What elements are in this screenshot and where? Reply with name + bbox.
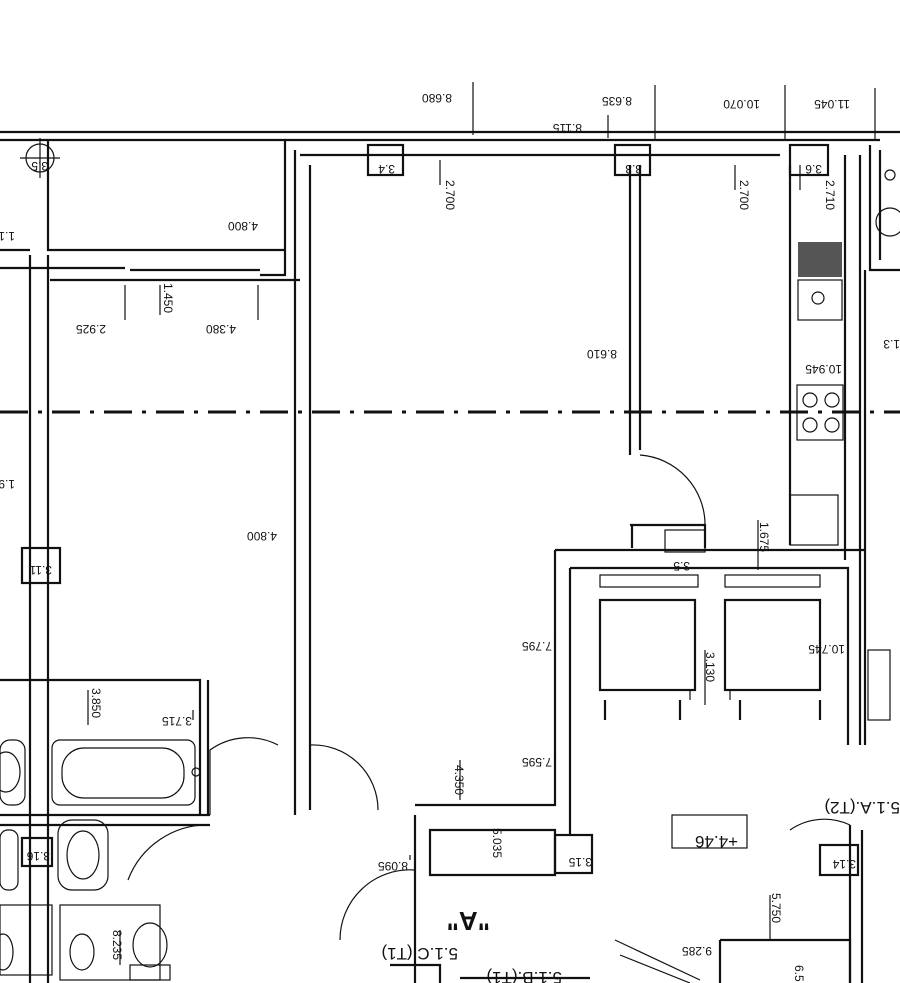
- kitchen-fixtures: [789, 242, 844, 546]
- label-room-7: 4.350: [452, 765, 466, 795]
- bathroom-fixtures: [0, 169, 900, 981]
- label-left-3: 2.925: [76, 322, 106, 336]
- label-room-8: 5.035: [490, 828, 504, 858]
- label-mid-2: 2.700: [737, 180, 751, 210]
- doors: [127, 454, 851, 983]
- column-tag-3-3: 3.3: [625, 162, 642, 176]
- label-room-1: 7.795: [522, 639, 552, 653]
- label-room-5: 3.5: [673, 559, 690, 573]
- column-tag-3-11: 3.11: [29, 563, 52, 577]
- label-left-6: 1.90: [0, 477, 15, 491]
- label-room-3: 10.745: [808, 642, 845, 656]
- room-code-b: 5.1.B.(T1): [486, 968, 562, 983]
- label-room-9: 8.095: [378, 859, 408, 873]
- label-top-3: 8.115: [553, 121, 582, 135]
- room-code-c: 5.1.C.(T1): [381, 944, 458, 963]
- label-left-5: 1.450: [161, 283, 175, 313]
- label-room-2: 3.130: [703, 652, 717, 682]
- label-mid-7: 1.3: [883, 337, 900, 351]
- column-tag-3-6: 3.6: [805, 162, 822, 176]
- label-room-16: 6.5: [792, 965, 806, 982]
- label-top-4: 10.070: [723, 97, 760, 111]
- label-room-10: 3.715: [162, 714, 192, 728]
- label-mid-5: 4.800: [247, 529, 277, 543]
- column-tag-3-4: 3.4: [378, 162, 395, 176]
- side-tag-3-15: 3.15: [568, 855, 592, 869]
- label-room-14: 5.750: [769, 893, 783, 923]
- label-left-4: 4.380: [206, 322, 236, 336]
- elevator-shafts: [598, 529, 822, 700]
- label-mid-4: 8.610: [587, 347, 617, 361]
- area-label: +4.46: [695, 832, 738, 851]
- label-mid-1: 2.700: [443, 180, 457, 210]
- label-room-6: 7.595: [522, 755, 552, 769]
- label-mid-6: 10.945: [805, 362, 842, 376]
- label-left-1: 4.800: [228, 219, 258, 233]
- label-left-2: 1.14: [0, 229, 15, 243]
- label-top-1: 8.680: [422, 91, 452, 105]
- label-top-2: 8.635: [602, 94, 632, 108]
- label-room-11: 3.850: [89, 688, 103, 718]
- leaders: [87, 82, 876, 965]
- column-tags: [20, 138, 860, 877]
- column-tag-3-5: 3.5: [31, 159, 48, 173]
- handwritten-mark: "A": [447, 906, 490, 936]
- walls: [0, 130, 900, 983]
- side-tag-3-14: 3.14: [832, 857, 856, 871]
- room-code-a: 5.1.A.(T2): [824, 798, 900, 817]
- label-room-4: 1.675: [757, 522, 771, 552]
- label-room-12: 3.16: [26, 849, 50, 863]
- label-top-5: 11.045: [814, 97, 850, 111]
- label-room-15: 9.285: [682, 944, 712, 958]
- label-room-13: 8.235: [110, 930, 124, 960]
- dimension-labels: 8.680 8.635 8.115 10.070 11.045 4.800 1.…: [0, 91, 900, 983]
- label-mid-3: 2.710: [823, 180, 837, 210]
